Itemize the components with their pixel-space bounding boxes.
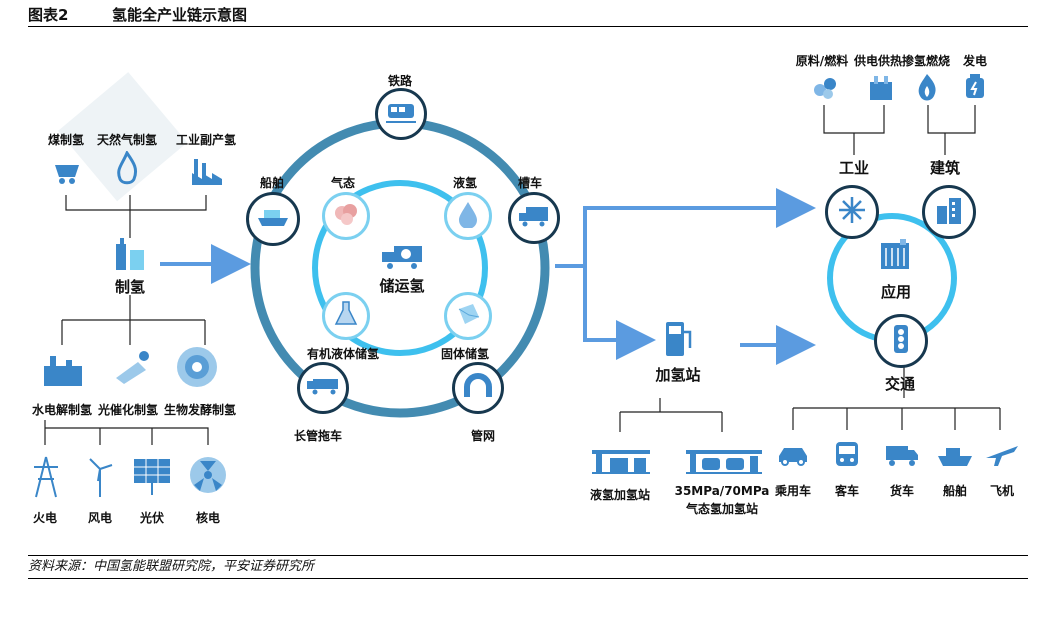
industrial-byproduct-hydrogen-label: 工业副产氢	[175, 133, 237, 147]
liquid-station-label: 液氢加氢站	[589, 488, 651, 502]
pipeline-icon	[463, 373, 493, 403]
gaseous-node	[322, 192, 370, 240]
ship-icon	[936, 444, 974, 468]
pressure-spec-label: 35MPa/70MPa	[674, 484, 770, 498]
tanker-truck-label: 槽车	[517, 176, 543, 190]
ship-node	[246, 192, 300, 246]
nuclear-power-label: 核电	[195, 511, 221, 525]
airplane-label: 飞机	[989, 484, 1015, 498]
building-label: 建筑	[929, 159, 961, 177]
truck-icon	[884, 442, 920, 468]
car-icon	[775, 442, 811, 468]
liquid-station-icon	[590, 440, 652, 474]
gas-flame-icon	[112, 150, 142, 188]
organic-liquid-node	[322, 292, 370, 340]
application-calendar-icon	[878, 238, 912, 272]
raw-material-icon	[810, 72, 840, 102]
power-tower-icon	[30, 455, 62, 499]
bio-fermentation-icon	[175, 345, 219, 389]
transport-node	[874, 314, 928, 368]
liquid-hydrogen-node	[444, 192, 492, 240]
solar-panel-icon	[132, 455, 172, 497]
flask-icon	[334, 300, 358, 332]
tube-trailer-label: 长管拖车	[293, 429, 343, 443]
building-icon	[935, 196, 963, 228]
railway-node	[375, 88, 427, 140]
power-heat-supply-label: 供电供热	[853, 54, 903, 68]
transport-label: 交通	[884, 375, 916, 393]
station-center-label: 加氢站	[655, 366, 701, 384]
gas-station-label: 气态氢加氢站	[685, 502, 759, 516]
ship-label: 船舶	[942, 484, 968, 498]
industry-label: 工业	[838, 159, 870, 177]
solid-storage-label: 固体储氢	[440, 347, 490, 361]
figure-header: 图表2 氢能全产业链示意图	[28, 0, 1028, 27]
storage-tank-truck-icon	[380, 244, 424, 270]
figure-title: 氢能全产业链示意图	[112, 6, 248, 24]
tube-trailer-node	[297, 362, 349, 414]
hydrogen-production-plant-icon	[110, 234, 150, 274]
hydrogen-blending-label: 掺氢燃烧	[901, 54, 951, 68]
tank-truck-icon	[518, 205, 550, 231]
battery-icon	[960, 72, 990, 102]
industry-node	[825, 185, 879, 239]
bus-label: 客车	[834, 484, 860, 498]
wind-turbine-icon	[84, 455, 116, 499]
truck-label: 货车	[889, 484, 915, 498]
gas-station-icon	[684, 440, 764, 474]
bus-icon	[832, 440, 862, 470]
coal-cart-icon	[52, 155, 82, 189]
photocatalysis-icon	[112, 348, 152, 388]
raw-material-fuel-label: 原料/燃料	[795, 54, 849, 68]
solid-storage-node	[444, 292, 492, 340]
fuel-pump-icon	[662, 318, 694, 358]
train-icon	[386, 100, 416, 128]
photocatalysis-label: 光催化制氢	[97, 403, 159, 417]
snowflake-icon	[837, 195, 867, 229]
organic-liquid-label: 有机液体储氢	[306, 347, 380, 361]
gas-cloud-icon	[332, 201, 360, 231]
natural-gas-hydrogen-label: 天然气制氢	[96, 133, 158, 147]
tube-trailer-icon	[307, 376, 339, 400]
tanker-node	[508, 192, 560, 244]
pipeline-node	[452, 362, 504, 414]
gaseous-label: 气态	[330, 176, 356, 190]
source-note: 资料来源：中国氢能联盟研究院，平安证券研究所	[28, 555, 1028, 579]
thermal-power-label: 火电	[32, 511, 58, 525]
coal-hydrogen-label: 煤制氢	[47, 133, 85, 147]
power-generation-label: 发电	[962, 54, 988, 68]
electrolysis-plant-icon	[42, 352, 84, 388]
liquid-hydrogen-label: 液氢	[452, 176, 478, 190]
electrolysis-label: 水电解制氢	[31, 403, 93, 417]
building-node	[922, 185, 976, 239]
traffic-light-icon	[890, 323, 912, 359]
crystal-icon	[455, 301, 481, 331]
figure-number: 图表2	[28, 6, 69, 24]
cargo-ship-icon	[256, 206, 290, 232]
nuclear-icon	[188, 455, 228, 495]
factory-icon	[190, 152, 224, 188]
production-center-label: 制氢	[114, 278, 146, 296]
water-drop-icon	[457, 200, 479, 232]
combustion-flame-icon	[912, 72, 942, 102]
airplane-icon	[984, 440, 1020, 470]
wind-power-label: 风电	[87, 511, 113, 525]
railway-label: 铁路	[387, 74, 413, 88]
heating-plant-icon	[866, 72, 896, 102]
solar-power-label: 光伏	[139, 511, 165, 525]
application-center-label: 应用	[880, 283, 912, 301]
bio-fermentation-label: 生物发酵制氢	[163, 403, 237, 417]
ship-storage-label: 船舶	[259, 176, 285, 190]
pipeline-label: 管网	[470, 429, 496, 443]
storage-center-label: 储运氢	[379, 277, 425, 295]
passenger-car-label: 乘用车	[774, 484, 812, 498]
